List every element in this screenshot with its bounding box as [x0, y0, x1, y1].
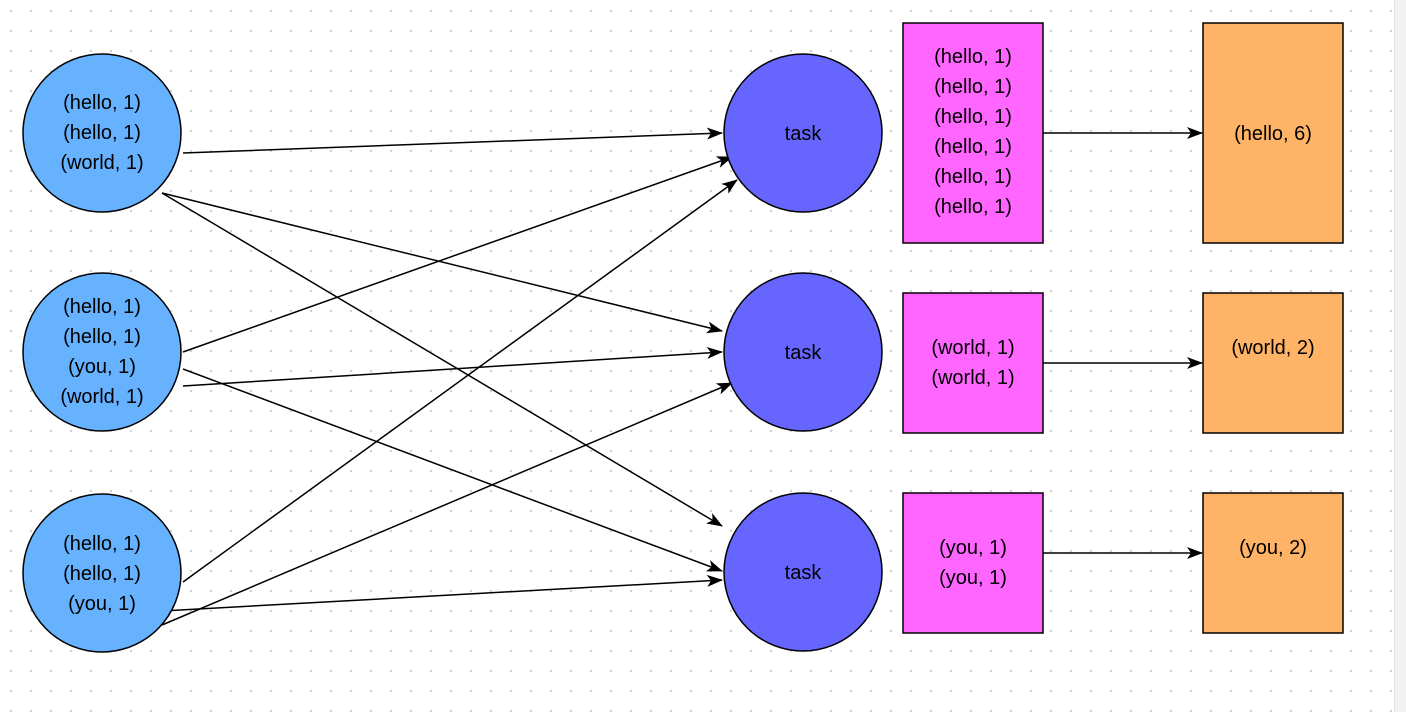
edge-in3-to-task1[interactable]: [182, 179, 738, 583]
task-node-1-label: task: [785, 123, 823, 145]
group-box-1-line-3: (hello, 1): [934, 106, 1012, 128]
edge-in1-to-task1[interactable]: [182, 127, 723, 154]
group-box-1-line-4: (hello, 1): [934, 136, 1012, 158]
group-box-1[interactable]: (hello, 1) (hello, 1) (hello, 1) (hello,…: [902, 22, 1044, 244]
result-box-2-label: (world, 2): [1231, 337, 1314, 359]
group-box-1-line-6: (hello, 1): [934, 196, 1012, 218]
input-node-2-line-1: (hello, 1): [63, 296, 141, 318]
edge-in3-to-task3[interactable]: [161, 574, 723, 612]
edge-in1-to-task3[interactable]: [161, 192, 723, 527]
edge-in2-to-task2[interactable]: [182, 346, 723, 387]
input-node-3[interactable]: (hello, 1) (hello, 1) (you, 1): [22, 493, 182, 653]
edge-in3-to-task2[interactable]: [161, 382, 733, 626]
input-node-1[interactable]: (hello, 1) (hello, 1) (world, 1): [22, 53, 182, 213]
result-box-3-label: (you, 2): [1239, 537, 1307, 559]
edges-layer: [161, 127, 1203, 626]
edge-in2-to-task1[interactable]: [182, 156, 733, 353]
group-box-1-line-1: (hello, 1): [934, 46, 1012, 68]
task-node-2[interactable]: task: [723, 272, 883, 432]
group-box-3-line-1: (you, 1): [939, 537, 1007, 559]
input-node-3-line-2: (hello, 1): [63, 563, 141, 585]
group-box-2[interactable]: (world, 1) (world, 1): [902, 292, 1044, 434]
input-node-1-line-2: (hello, 1): [63, 122, 141, 144]
group-box-3-line-2: (you, 1): [939, 567, 1007, 589]
input-node-1-line-3: (world, 1): [60, 152, 143, 174]
task-node-3-label: task: [785, 562, 823, 584]
result-box-1-label: (hello, 6): [1234, 123, 1312, 145]
group-box-3[interactable]: (you, 1) (you, 1): [902, 492, 1044, 634]
task-node-1[interactable]: task: [723, 53, 883, 213]
result-box-2[interactable]: (world, 2): [1202, 292, 1344, 434]
edge-in2-to-task3[interactable]: [182, 368, 723, 572]
input-node-2-line-3: (you, 1): [68, 356, 136, 378]
group-box-1-line-5: (hello, 1): [934, 166, 1012, 188]
task-node-3[interactable]: task: [723, 492, 883, 652]
input-node-1-line-1: (hello, 1): [63, 92, 141, 114]
input-node-3-line-1: (hello, 1): [63, 533, 141, 555]
result-box-1[interactable]: (hello, 6): [1202, 22, 1344, 244]
edge-in1-to-task2[interactable]: [161, 192, 723, 334]
canvas-scrollbar[interactable]: [1394, 0, 1406, 712]
input-node-2-line-2: (hello, 1): [63, 326, 141, 348]
input-node-2[interactable]: (hello, 1) (hello, 1) (you, 1) (world, 1…: [22, 272, 182, 432]
result-box-3[interactable]: (you, 2): [1202, 492, 1344, 634]
group-box-1-line-2: (hello, 1): [934, 76, 1012, 98]
input-node-3-line-3: (you, 1): [68, 593, 136, 615]
input-node-2-line-4: (world, 1): [60, 386, 143, 408]
group-box-2-line-1: (world, 1): [931, 337, 1014, 359]
group-box-2-line-2: (world, 1): [931, 367, 1014, 389]
task-node-2-label: task: [785, 342, 823, 364]
